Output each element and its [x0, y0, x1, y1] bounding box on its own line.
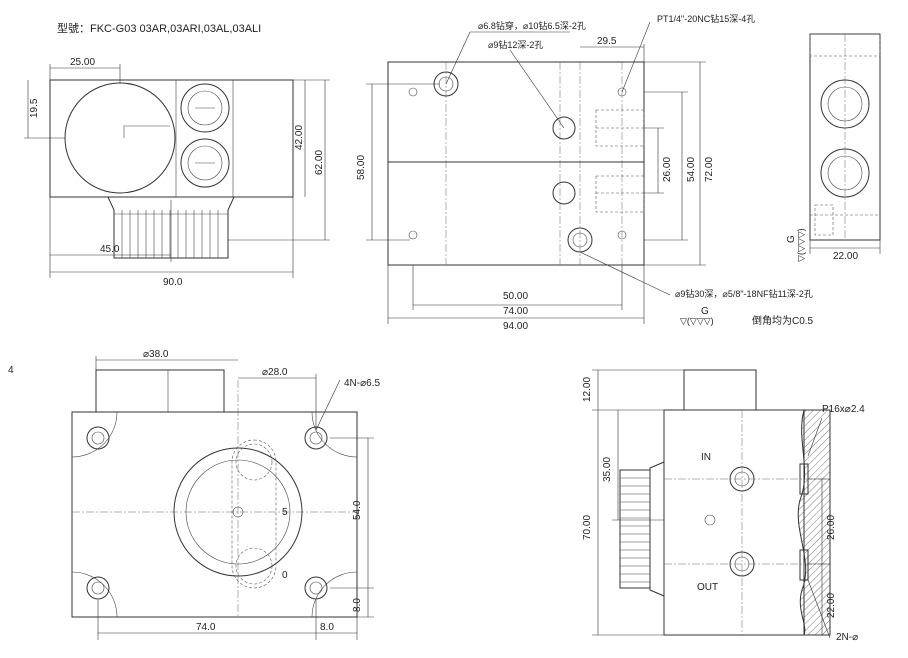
dim-19-5: 19.5 — [29, 98, 40, 118]
dim-72: 72.00 — [704, 157, 715, 182]
note-chamfer: 倒角均为C0.5 — [752, 315, 814, 327]
note-pt: PT1/4"-20NC钻15深-4孔 — [657, 13, 755, 24]
dim-8-vertical: 8.0 — [352, 598, 363, 612]
view-section: IN OUT 12.00 35.00 70.00 P16x⌀2.4 26.00 … — [582, 369, 865, 643]
dim-74-top: 74.0 — [196, 622, 216, 633]
dim-35: 35.00 — [602, 457, 613, 482]
dim-d28: ⌀28.0 — [262, 367, 288, 378]
port-out-label: OUT — [697, 582, 718, 593]
dim-54-top: 54.0 — [352, 500, 363, 520]
view-side: 25.00 19.5 42.00 62.00 45.0 90.0 — [24, 57, 330, 288]
dim-70: 70.00 — [582, 515, 593, 540]
g-label: G — [786, 235, 797, 243]
section-knurl — [620, 477, 650, 583]
dim-29-5: 29.5 — [597, 36, 617, 47]
dim-58: 58.00 — [356, 155, 367, 180]
note-4n: 4N-⌀6.5 — [344, 378, 380, 389]
g-symbol: ▽(▽▽▽) — [796, 228, 806, 262]
dim-74: 74.00 — [503, 306, 528, 317]
dim-94: 94.00 — [503, 321, 528, 332]
dim-12: 12.00 — [582, 377, 593, 402]
note-holes-a: ⌀6.8钻穿，⌀10钻6.5深-2孔 — [478, 20, 586, 31]
note-p16: P16x⌀2.4 — [822, 404, 865, 415]
dim-45: 45.0 — [100, 244, 120, 255]
dim-62: 62.00 — [314, 150, 325, 175]
dim-8-horizontal: 8.0 — [320, 622, 334, 633]
note-g: G — [701, 306, 709, 317]
view-narrow-side: 22.00 G ▽(▽▽▽) — [786, 33, 881, 262]
knurled-knob — [114, 210, 228, 258]
position-5: 5 — [282, 507, 288, 518]
note-g-symbol: ▽(▽▽▽) — [680, 316, 714, 326]
dim-d38: ⌀38.0 — [143, 349, 169, 360]
note-holes-b: ⌀9钻12深-2孔 — [488, 39, 543, 50]
dim-26: 26.00 — [662, 157, 673, 182]
dim-26-section: 26.00 — [826, 515, 837, 540]
dim-42: 42.00 — [294, 125, 305, 150]
view-front: ⌀6.8钻穿，⌀10钻6.5深-2孔 ⌀9钻12深-2孔 PT1/4"-20NC… — [356, 13, 814, 332]
note-2n: 2N-⌀ — [836, 632, 858, 643]
page-number: 4 — [8, 365, 14, 376]
port-in-label: IN — [701, 452, 711, 463]
dim-25: 25.00 — [70, 57, 95, 68]
dim-54: 54.00 — [686, 157, 697, 182]
dim-90: 90.0 — [163, 277, 183, 288]
view-top: 5 0 ⌀38.0 ⌀28.0 4N-⌀6.5 54.0 8.0 74.0 8.… — [71, 349, 380, 640]
position-0: 0 — [282, 570, 288, 581]
dim-50: 50.00 — [503, 291, 528, 302]
dim-22-top: 22.00 — [833, 251, 858, 262]
model-title: 型號：FKC-G03 03AR,03ARI,03AL,03ALI — [57, 21, 261, 35]
dim-22-section: 22.00 — [826, 593, 837, 618]
note-bottom: ⌀9钻30深，⌀5/8"-18NF钻11深-2孔 — [675, 288, 813, 299]
